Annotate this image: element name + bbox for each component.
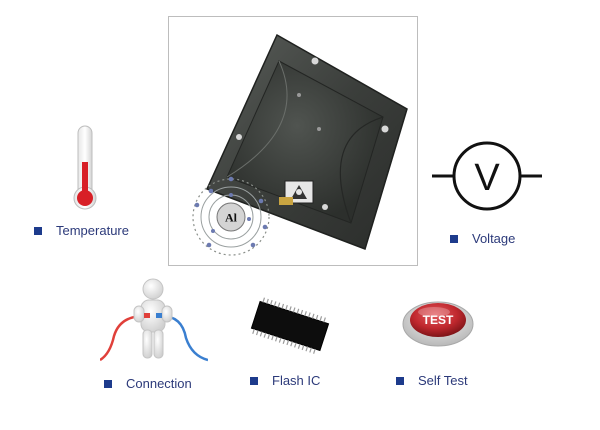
sensor-device-image: Al (192, 33, 408, 256)
connection-figure-icon (100, 278, 208, 362)
test-button-text: TEST (423, 313, 454, 327)
flash-ic-chip-icon (250, 297, 330, 354)
bullet-icon (34, 226, 42, 235)
voltmeter-icon: V (432, 141, 542, 211)
bullet-icon (250, 376, 258, 385)
bullet-icon (450, 234, 458, 243)
self-test-label: Self Test (396, 373, 468, 388)
voltmeter-symbol: V (474, 157, 500, 199)
test-button-icon: TEST (402, 301, 474, 347)
bullet-icon (104, 379, 112, 388)
voltage-text: Voltage (472, 231, 516, 246)
self-test-text: Self Test (418, 373, 468, 388)
device-image-frame: Al (168, 16, 418, 266)
temperature-text: Temperature (56, 223, 129, 238)
flash-ic-text: Flash IC (272, 373, 321, 388)
voltage-label: Voltage (450, 231, 515, 246)
atom-icon: Al (192, 176, 270, 256)
connection-text: Connection (126, 376, 192, 391)
connection-label: Connection (104, 376, 192, 391)
thermometer-icon (73, 125, 97, 210)
bullet-icon (396, 376, 404, 385)
temperature-label: Temperature (34, 223, 129, 238)
flash-ic-label: Flash IC (250, 373, 320, 388)
atom-symbol: Al (225, 211, 238, 225)
